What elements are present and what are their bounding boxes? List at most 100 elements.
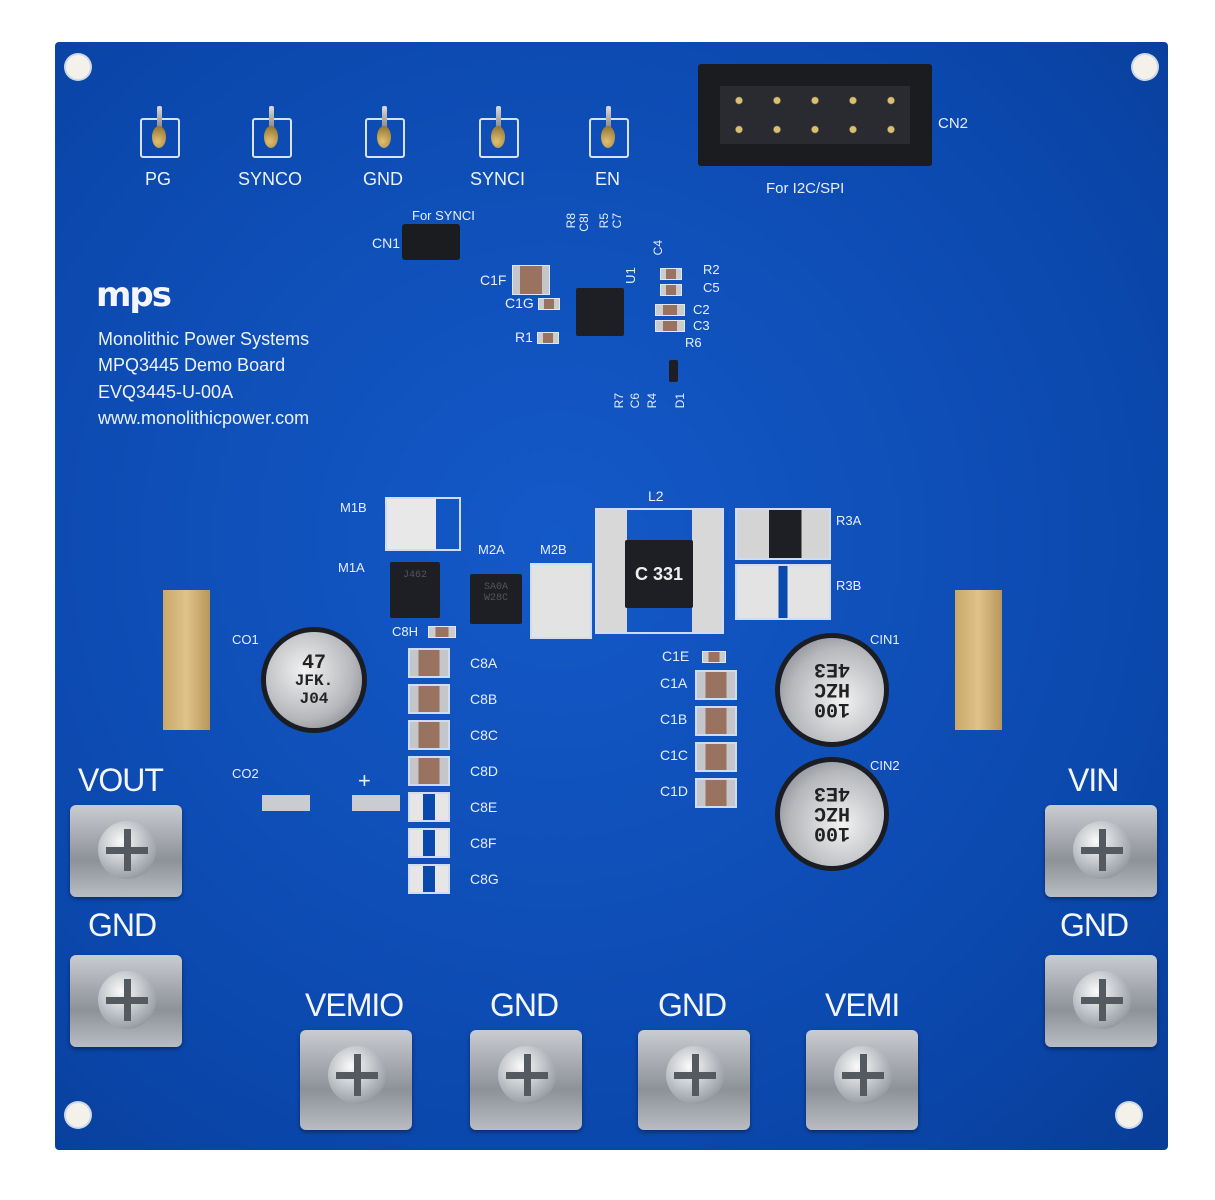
label-gnd: GND [363,169,403,189]
test-point-synci[interactable] [479,106,519,158]
label-c8a: C8A [470,655,498,671]
u1-ic [576,288,624,336]
gnd-right-terminal[interactable] [1045,955,1157,1047]
vemio-terminal[interactable] [300,1030,412,1130]
gold-pad-right [955,590,1002,730]
label-gnd-left: GND [88,907,157,943]
label-r2: R2 [703,262,720,277]
label-gnd-bottom-2: GND [658,987,727,1023]
label-c4: C4 [651,240,665,256]
mps-logo: mps [96,275,172,315]
m2b-mosfet-footprint [530,563,592,639]
cap-marking: 4E3 [814,657,851,680]
vemi-terminal[interactable] [806,1030,918,1130]
label-gnd-right: GND [1060,907,1129,943]
board-part-number: EVQ3445-U-00A [98,382,234,402]
c8h-capacitor [428,626,456,638]
co2-pad [352,795,400,811]
label-c1b: C1B [660,711,688,727]
m1a-mosfet: J462 [390,562,440,618]
label-u1: U1 [622,267,638,284]
label-l2: L2 [648,488,664,504]
cin1-capacitor: 100 HZC 4E3 [780,638,884,742]
label-c8h: C8H [392,624,419,639]
c1b-capacitor [695,706,737,736]
mounting-hole [1133,55,1157,79]
label-r4: R4 [645,393,659,409]
screw-icon [1073,821,1131,879]
label-c8i: C8I [577,213,591,232]
co2-pad [262,795,310,811]
screw-icon [666,1046,724,1104]
c8a-capacitor [408,648,450,678]
label-en: EN [595,169,621,189]
l2-inductor: C 331 [625,540,693,608]
d1-diode [669,360,678,382]
label-cin1: CIN1 [870,632,900,647]
test-point-synco[interactable] [252,106,292,158]
screw-icon [98,821,156,879]
label-cn1: CN1 [372,235,401,251]
gnd-bottom-1-terminal[interactable] [470,1030,582,1130]
label-co2: CO2 [232,766,259,781]
cn1-jumper[interactable] [402,224,460,260]
label-vemio: VEMIO [305,987,404,1023]
c1c-capacitor [695,742,737,772]
c3-capacitor [655,320,685,332]
c1e-capacitor [702,651,726,663]
c1f-capacitor [512,265,550,295]
gnd-bottom-2-terminal[interactable] [638,1030,750,1130]
gold-pad-left [163,590,210,730]
vin-terminal[interactable] [1045,805,1157,897]
vout-terminal[interactable] [70,805,182,897]
screw-icon [498,1046,556,1104]
test-point-en[interactable] [589,106,629,158]
label-r3b: R3B [836,578,862,593]
c8e-footprint [408,792,450,822]
label-c8f: C8F [470,835,497,851]
test-point-pg[interactable] [140,106,180,158]
gnd-left-terminal[interactable] [70,955,182,1047]
label-r6: R6 [685,335,702,350]
co1-capacitor: 47 JFK. J04 [266,632,362,728]
r2-resistor [660,268,682,280]
label-vin: VIN [1068,762,1119,798]
cap-marking: HZC [814,677,851,700]
label-vemi: VEMI [825,987,900,1023]
cap-marking: 47 [301,652,326,675]
cin2-capacitor: 100 HZC 4E3 [780,762,884,866]
c8b-capacitor [408,684,450,714]
board-title: MPQ3445 Demo Board [98,355,286,375]
cap-marking: 100 [814,821,851,844]
mounting-hole [1117,1103,1141,1127]
label-r3a: R3A [836,513,862,528]
label-c8e: C8E [470,799,498,815]
mosfet-marking: SA0A [483,582,508,593]
label-gnd-bottom-1: GND [490,987,559,1023]
screw-icon [1073,971,1131,1029]
c1g-capacitor [538,298,560,310]
label-cn2: CN2 [938,115,969,132]
label-cn2-note: For I2C/SPI [766,180,845,197]
r3a-resistor [735,508,831,560]
label-pg: PG [145,169,172,189]
website: www.monolithicpower.com [98,408,310,428]
label-c6: C6 [628,393,642,409]
mosfet-marking: W28C [483,593,508,604]
label-r5: R5 [597,213,611,229]
mosfet-marking: J462 [402,570,427,581]
label-m1b: M1B [340,500,367,515]
cap-marking: 100 [814,697,851,720]
label-vout: VOUT [78,762,164,798]
label-c8d: C8D [470,763,499,779]
cn2-header-connector[interactable] [698,64,932,166]
label-m2b: M2B [540,542,567,557]
cap-marking: J04 [299,690,329,708]
label-c1g: C1G [505,295,534,311]
label-c1c: C1C [660,747,689,763]
r3b-footprint [735,564,831,620]
test-point-gnd[interactable] [365,106,405,158]
label-r7: R7 [612,393,626,409]
label-c7: C7 [610,213,624,229]
